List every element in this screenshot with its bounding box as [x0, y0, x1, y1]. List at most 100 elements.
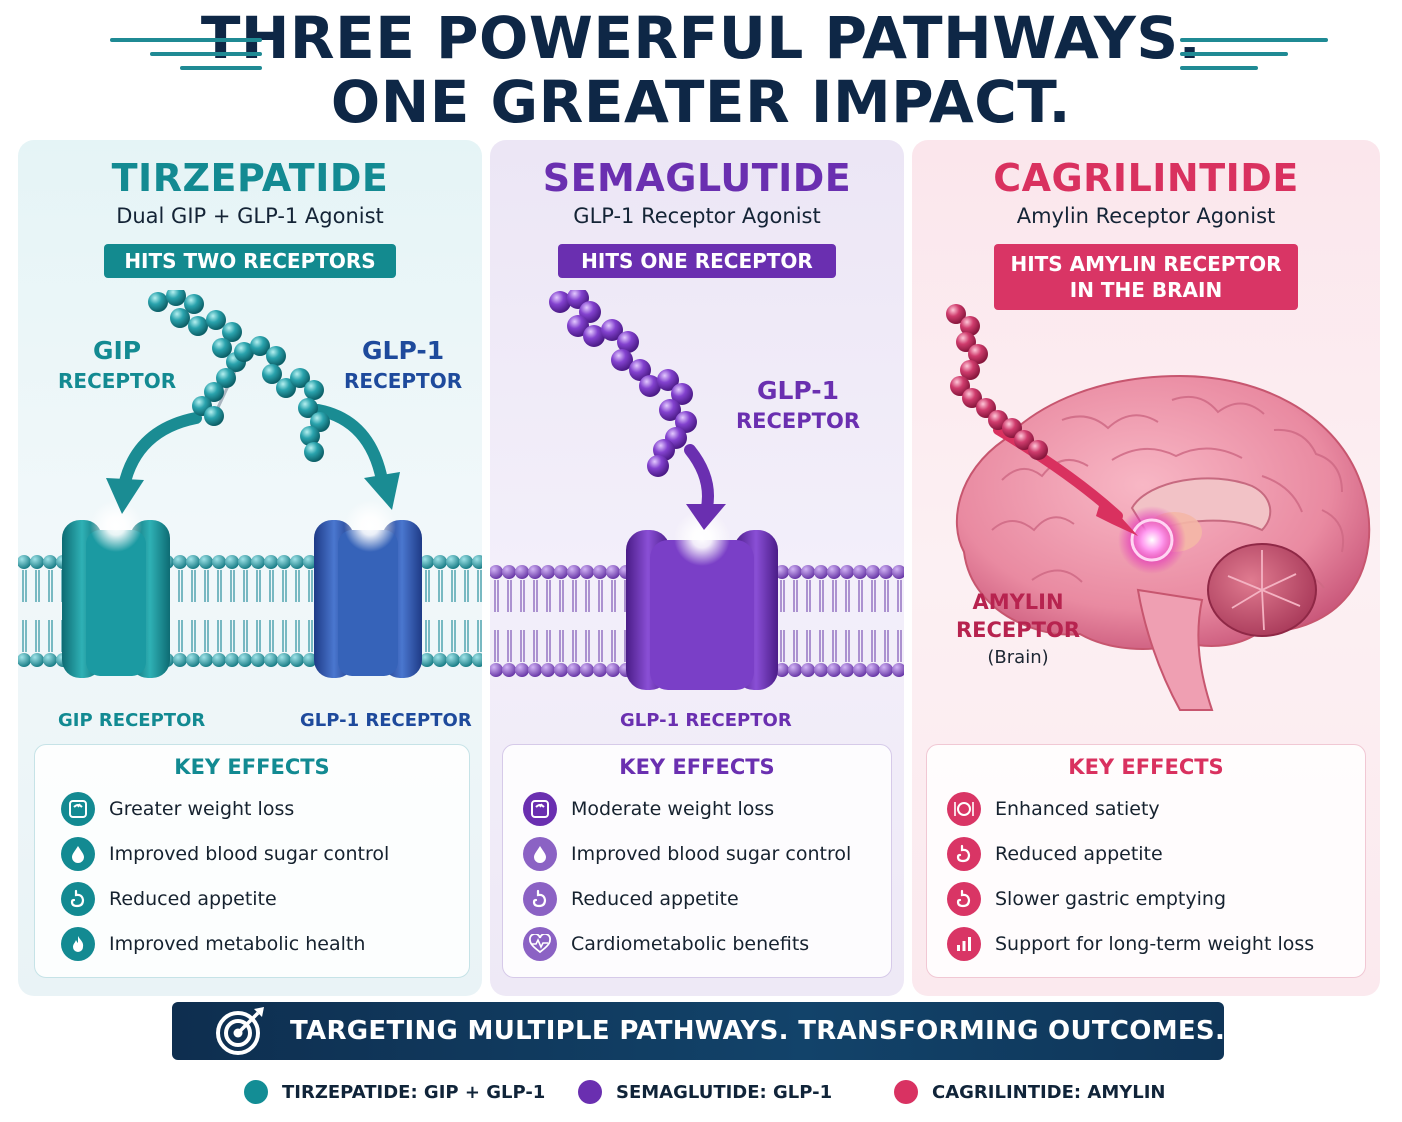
key-effects-box: KEY EFFECTS Greater weight loss Improved…	[34, 744, 470, 978]
flame-icon	[61, 927, 95, 961]
drug-subtitle: Dual GIP + GLP-1 Agonist	[116, 204, 384, 228]
tirzepatide-illustration	[18, 290, 482, 678]
effect-item: Reduced appetite	[947, 836, 1163, 872]
headline-decoration-right	[1180, 66, 1258, 70]
label-line: RECEPTOR	[956, 618, 1081, 642]
effect-text: Improved blood sugar control	[109, 843, 390, 865]
legend-text: TIRZEPATIDE: GIP + GLP-1	[282, 1081, 546, 1103]
effect-text: Reduced appetite	[109, 888, 277, 910]
headline-decoration-left	[150, 52, 262, 56]
label-line: GIP	[92, 336, 142, 365]
drug-subtitle: GLP-1 Receptor Agonist	[573, 204, 821, 228]
headline-line-2: ONE GREATER IMPACT.	[330, 68, 1072, 136]
hits-badge: HITS AMYLIN RECEPTOR IN THE BRAIN	[994, 244, 1298, 310]
stomach-icon	[61, 882, 95, 916]
semaglutide-panel: SEMAGLUTIDE GLP-1 Receptor Agonist HITS …	[490, 140, 904, 996]
effect-text: Support for long-term weight loss	[995, 933, 1315, 955]
bottom-banner: TARGETING MULTIPLE PATHWAYS. TRANSFORMIN…	[172, 1002, 1226, 1060]
legend-dot	[578, 1080, 602, 1104]
legend-text: CAGRILINTIDE: AMYLIN	[932, 1081, 1166, 1103]
hits-line: HITS AMYLIN RECEPTOR	[1010, 252, 1282, 276]
brain-illustration	[946, 304, 1371, 711]
headline-line-1: THREE POWERFUL PATHWAYS.	[200, 4, 1202, 72]
amylin-receptor-label: AMYLIN RECEPTOR (Brain)	[956, 588, 1080, 672]
scale-icon	[61, 792, 95, 826]
stomach-icon	[947, 837, 981, 871]
stomach-icon	[947, 882, 981, 916]
glp1-receptor-icon	[314, 500, 422, 678]
effect-text: Cardiometabolic benefits	[571, 933, 810, 955]
key-effects-box: KEY EFFECTS Moderate weight loss Improve…	[502, 744, 892, 978]
glp1-receptor-label: GLP-1 RECEPTOR	[736, 376, 860, 436]
legend-item-cagrilintide: CAGRILINTIDE: AMYLIN	[894, 1078, 1166, 1106]
effect-item: Reduced appetite	[61, 881, 277, 917]
gip-receptor-icon	[62, 500, 170, 678]
drug-subtitle: Amylin Receptor Agonist	[1016, 204, 1276, 228]
legend-item-semaglutide: SEMAGLUTIDE: GLP-1	[578, 1078, 832, 1106]
blood-drop-icon	[523, 837, 557, 871]
target-icon	[216, 1007, 264, 1055]
effect-text: Improved metabolic health	[109, 933, 366, 955]
headline: THREE POWERFUL PATHWAYS. ONE GREATER IMP…	[0, 6, 1402, 134]
label-line: (Brain)	[987, 647, 1049, 668]
cagrilintide-panel: CAGRILINTIDE Amylin Receptor Agonist HIT…	[912, 140, 1380, 996]
effect-item: Reduced appetite	[523, 881, 739, 917]
effect-item: Greater weight loss	[61, 791, 294, 827]
peptide-molecule-icon	[549, 290, 697, 477]
hits-line: IN THE BRAIN	[1069, 278, 1223, 302]
drug-name: CAGRILINTIDE	[993, 156, 1299, 200]
legend-dot	[244, 1080, 268, 1104]
effect-item: Improved metabolic health	[61, 926, 365, 962]
hits-badge: HITS ONE RECEPTOR	[558, 244, 836, 278]
glp1-receptor-bottom-label: GLP-1 RECEPTOR	[300, 710, 472, 731]
drug-name: TIRZEPATIDE	[111, 156, 389, 200]
tirzepatide-panel: TIRZEPATIDE Dual GIP + GLP-1 Agonist HIT…	[18, 140, 482, 996]
effect-item: Improved blood sugar control	[523, 836, 851, 872]
arrow-to-glp1-icon	[684, 444, 714, 518]
arrow-head-icon	[686, 504, 726, 530]
bar-chart-icon	[947, 927, 981, 961]
glp1-receptor-icon	[626, 510, 778, 690]
key-effects-box: KEY EFFECTS Enhanced satiety Reduced app…	[926, 744, 1366, 978]
headline-decoration-left	[180, 66, 262, 70]
peptide-molecule-icon	[946, 304, 1048, 460]
effect-text: Enhanced satiety	[995, 798, 1160, 820]
effect-text: Improved blood sugar control	[571, 843, 852, 865]
label-line: RECEPTOR	[58, 369, 177, 393]
label-line: GLP-1	[362, 336, 445, 365]
arrow-head-icon	[364, 472, 400, 510]
label-line: GLP-1	[756, 376, 840, 405]
legend-dot	[894, 1080, 918, 1104]
heartbeat-icon	[523, 927, 557, 961]
stomach-icon	[523, 882, 557, 916]
drug-name: SEMAGLUTIDE	[542, 156, 852, 200]
arrow-to-glp1-icon	[312, 404, 388, 486]
gip-receptor-label: GIP RECEPTOR	[58, 336, 176, 396]
scale-icon	[523, 792, 557, 826]
key-effects-title: KEY EFFECTS	[619, 755, 775, 779]
glp1-receptor-bottom-label: GLP-1 RECEPTOR	[620, 710, 792, 731]
label-line: AMYLIN	[972, 590, 1064, 614]
glp1-receptor-label: GLP-1 RECEPTOR	[344, 336, 462, 396]
brain-icon	[956, 374, 1371, 711]
label-line: RECEPTOR	[736, 409, 861, 433]
peptide-molecule-icon	[148, 290, 330, 462]
arrow-head-icon	[1096, 496, 1138, 536]
gip-receptor-bottom-label: GIP RECEPTOR	[58, 710, 206, 731]
arrow-to-gip-icon	[118, 412, 202, 492]
effect-text: Moderate weight loss	[571, 798, 775, 820]
key-effects-title: KEY EFFECTS	[174, 755, 330, 779]
effect-text: Greater weight loss	[109, 798, 295, 820]
key-effects-title: KEY EFFECTS	[1068, 755, 1224, 779]
effect-item: Support for long-term weight loss	[947, 926, 1314, 962]
effect-text: Reduced appetite	[571, 888, 739, 910]
effect-item: Slower gastric emptying	[947, 881, 1226, 917]
banner-text: TARGETING MULTIPLE PATHWAYS. TRANSFORMIN…	[290, 1016, 1226, 1046]
effect-text: Reduced appetite	[995, 843, 1163, 865]
headline-decoration-right	[1180, 52, 1288, 56]
effect-item: Enhanced satiety	[947, 791, 1160, 827]
legend-item-tirzepatide: TIRZEPATIDE: GIP + GLP-1	[244, 1078, 545, 1106]
headline-decoration-right	[1180, 38, 1328, 42]
effect-text: Slower gastric emptying	[995, 888, 1227, 910]
effect-item: Cardiometabolic benefits	[523, 926, 809, 962]
